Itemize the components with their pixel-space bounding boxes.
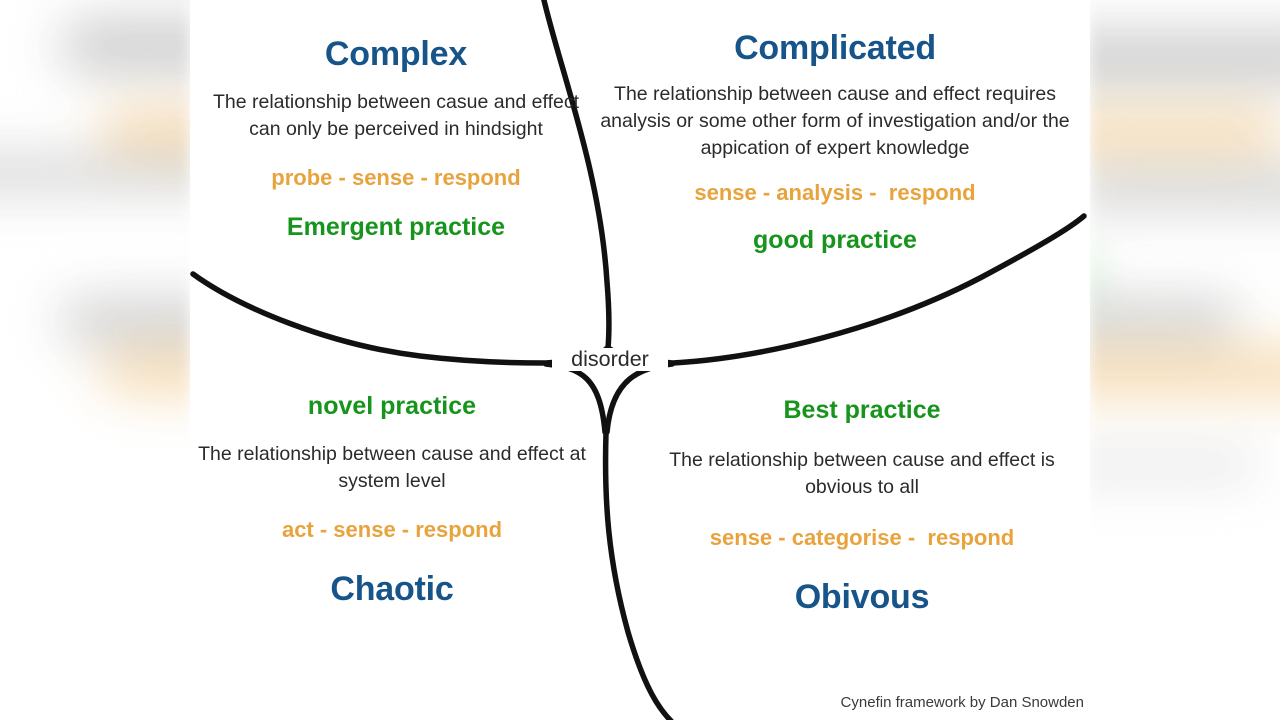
quadrant-chaotic-description: The relationship between cause and effec… bbox=[198, 443, 586, 492]
quadrant-obvious-description: The relationship between cause and effec… bbox=[669, 449, 1055, 498]
quadrant-complicated-sequence: sense - analysis - respond bbox=[694, 180, 976, 206]
quadrant-complicated-practice: good practice bbox=[753, 226, 917, 255]
quadrant-obvious: Best practice The relationship between c… bbox=[652, 396, 1072, 616]
quadrant-complex-description: The relationship between casue and effec… bbox=[212, 91, 580, 141]
quadrant-chaotic-title: Chaotic bbox=[330, 569, 454, 608]
quadrant-chaotic-practice: novel practice bbox=[307, 392, 477, 420]
quadrant-obvious-sequence: sense - categorise - respond bbox=[709, 524, 1015, 550]
quadrant-chaotic-sequence: act - sense - respond bbox=[281, 516, 503, 542]
quadrant-complex-title: Complex bbox=[324, 35, 468, 73]
attribution-text: Cynefin framework by Dan Snowden bbox=[840, 694, 1084, 711]
quadrant-complicated: Complicated The relationship between cau… bbox=[600, 29, 1070, 255]
disorder-center-label: disorder bbox=[552, 348, 668, 371]
quadrant-complicated-description: The relationship between cause and effec… bbox=[600, 83, 1070, 160]
quadrant-chaotic: novel practice The relationship between … bbox=[192, 392, 592, 608]
quadrant-obvious-practice: Best practice bbox=[783, 396, 941, 424]
quadrant-complex-practice: Emergent practice bbox=[286, 213, 506, 242]
quadrant-obvious-title: Obivous bbox=[794, 577, 930, 616]
quadrant-complex-sequence: probe - sense - respond bbox=[271, 165, 521, 191]
quadrant-complicated-title: Complicated bbox=[734, 29, 936, 67]
quadrant-complex: Complex The relationship between casue a… bbox=[196, 35, 596, 242]
